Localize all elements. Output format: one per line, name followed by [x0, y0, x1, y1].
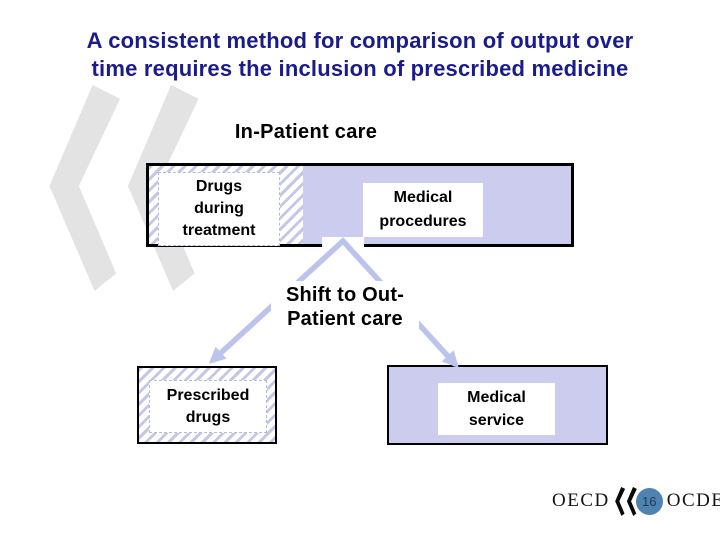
inpatient-box: Drugs during treatment Medical procedure…: [146, 163, 574, 247]
drugs-label-line1: Drugs: [195, 178, 243, 195]
page-number-badge: 16: [635, 487, 663, 515]
service-label-line2: service: [468, 412, 525, 429]
slide-title-line2: time requires the inclusion of prescribe…: [91, 56, 629, 81]
procedures-label-line1: Medical: [393, 189, 453, 206]
service-label-line1: Medical: [467, 389, 526, 406]
slide-title: A consistent method for comparison of ou…: [0, 27, 720, 83]
inpatient-care-heading: In-Patient care: [234, 121, 378, 143]
shift-label-line1: Shift to Out-: [285, 284, 405, 306]
medical-procedures-label: Medical procedures: [363, 183, 483, 237]
drugs-during-treatment-label: Drugs during treatment: [158, 172, 280, 246]
medical-service-box: Medical service: [387, 365, 608, 445]
prescribed-drugs-label: Prescribed drugs: [149, 380, 267, 433]
prescribed-label-line2: drugs: [185, 408, 231, 426]
drugs-label-line2: during: [194, 200, 244, 217]
procedures-label-line2: procedures: [379, 213, 467, 230]
shift-to-outpatient-label: Shift to Out- Patient care: [271, 281, 419, 334]
oecd-text: OECD: [552, 490, 610, 511]
shift-label-line2: Patient care: [287, 308, 403, 330]
prescribed-label-line1: Prescribed: [166, 386, 250, 404]
oecd-double-chevron-icon: [614, 486, 637, 516]
ocde-text: OCDE: [666, 490, 720, 511]
medical-service-label: Medical service: [438, 383, 555, 435]
oecd-double-chevron-watermark-icon: [49, 85, 199, 291]
slide-title-line1: A consistent method for comparison of ou…: [86, 28, 634, 53]
drugs-label-line3: treatment: [182, 222, 256, 239]
oecd-footer-logo: OECD 16 OCDE: [552, 485, 720, 517]
prescribed-drugs-box: Prescribed drugs: [137, 366, 277, 444]
page-number: 16: [642, 493, 657, 509]
